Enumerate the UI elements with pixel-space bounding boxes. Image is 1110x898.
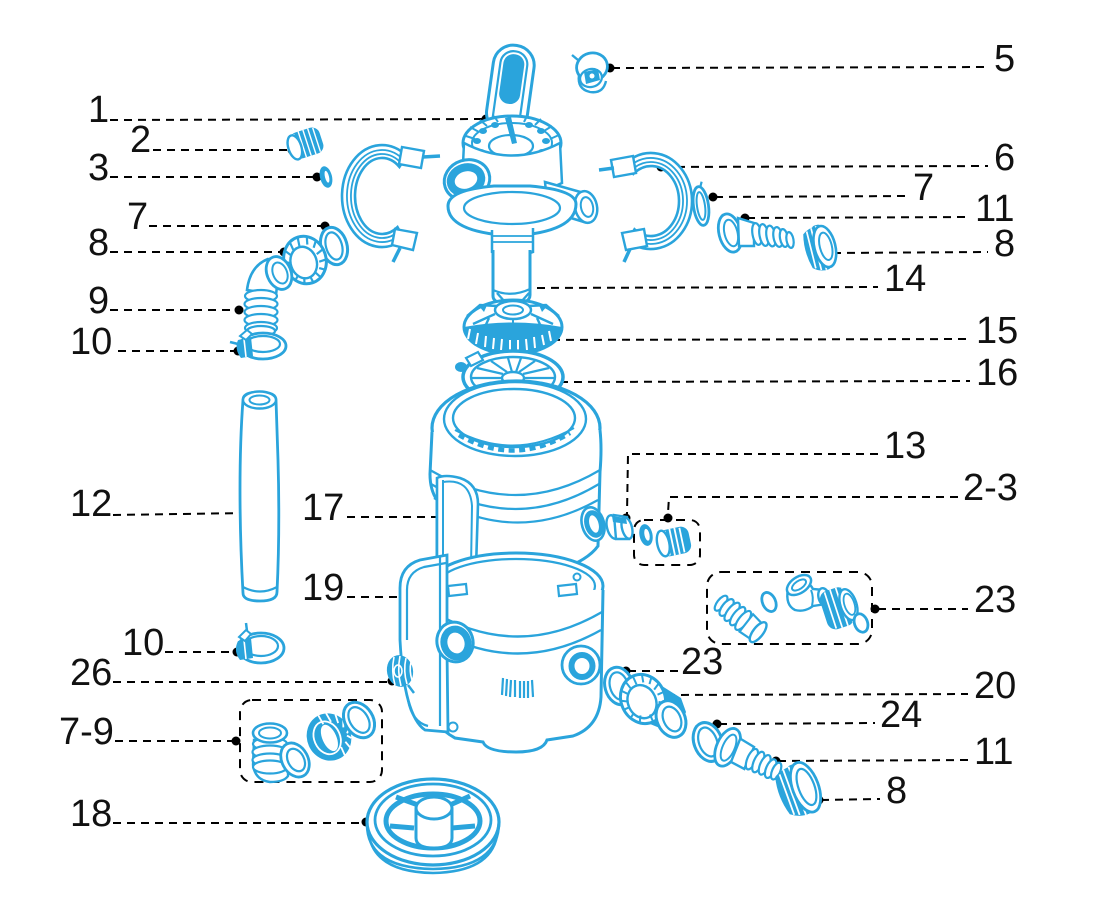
svg-text:1: 1 xyxy=(88,89,109,131)
svg-text:11: 11 xyxy=(975,188,1014,230)
svg-text:7: 7 xyxy=(127,196,148,238)
svg-text:12: 12 xyxy=(70,483,112,525)
svg-text:14: 14 xyxy=(884,258,926,300)
svg-text:19: 19 xyxy=(302,567,344,609)
svg-text:24: 24 xyxy=(880,694,922,736)
svg-text:17: 17 xyxy=(302,487,344,529)
svg-text:11: 11 xyxy=(974,731,1013,773)
svg-text:8: 8 xyxy=(88,222,109,264)
svg-text:2: 2 xyxy=(130,119,151,161)
svg-text:3: 3 xyxy=(88,147,109,189)
svg-text:23: 23 xyxy=(974,579,1016,621)
svg-text:8: 8 xyxy=(886,770,907,812)
svg-text:26: 26 xyxy=(70,652,112,694)
svg-text:23: 23 xyxy=(681,641,723,683)
svg-text:18: 18 xyxy=(70,793,112,835)
svg-text:13: 13 xyxy=(884,425,926,467)
svg-text:7: 7 xyxy=(913,167,934,209)
svg-text:7-9: 7-9 xyxy=(59,711,114,753)
svg-text:5: 5 xyxy=(994,38,1015,80)
svg-text:16: 16 xyxy=(976,352,1018,394)
svg-text:10: 10 xyxy=(70,321,112,363)
svg-text:20: 20 xyxy=(974,665,1016,707)
svg-text:15: 15 xyxy=(976,310,1018,352)
svg-text:6: 6 xyxy=(994,137,1015,179)
svg-text:8: 8 xyxy=(994,223,1015,265)
svg-text:9: 9 xyxy=(88,280,109,322)
svg-text:10: 10 xyxy=(122,622,164,664)
svg-text:2-3: 2-3 xyxy=(963,467,1018,509)
